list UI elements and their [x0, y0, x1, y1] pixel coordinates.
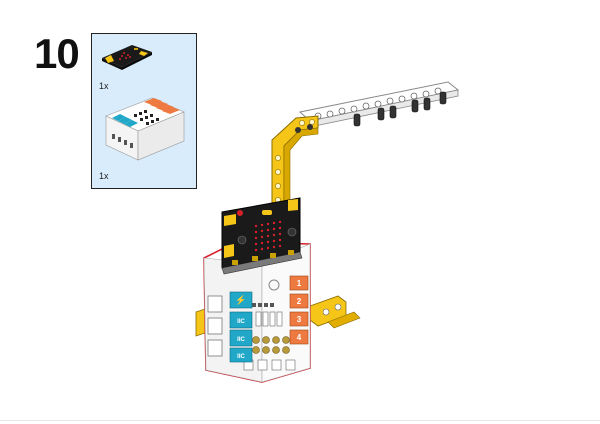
port-number: 2: [297, 297, 302, 306]
power-icon: ⚡: [235, 294, 246, 306]
iic-label: IIC: [237, 337, 245, 343]
cyan-ports: ⚡ IIC IIC IIC: [230, 292, 252, 362]
white-beam: [300, 82, 458, 127]
iic-label: IIC: [237, 319, 245, 325]
port-number: 4: [297, 333, 302, 342]
iic-label: IIC: [237, 354, 245, 360]
page-divider: [0, 420, 600, 421]
port-number: 1: [297, 279, 302, 288]
port-number: 3: [297, 315, 302, 324]
